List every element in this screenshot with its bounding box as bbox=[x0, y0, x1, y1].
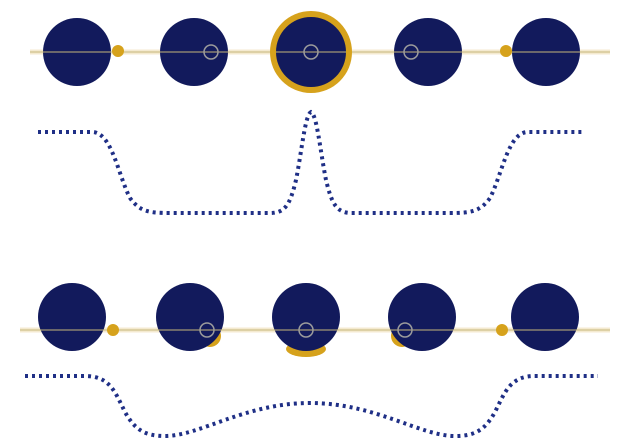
bottom-planet-3 bbox=[272, 283, 340, 351]
bottom-planet-1 bbox=[38, 283, 106, 351]
bottom-moon-1 bbox=[107, 324, 119, 336]
top-moon-5 bbox=[500, 45, 512, 57]
bottom-planet-4 bbox=[388, 283, 456, 351]
bottom-moon-2 bbox=[199, 322, 215, 338]
bottom-moon-4 bbox=[397, 322, 413, 338]
top-light-curve bbox=[38, 109, 582, 215]
bottom-moon-5 bbox=[496, 324, 508, 336]
bottom-planet-2 bbox=[156, 283, 224, 351]
top-moon-4 bbox=[403, 44, 419, 60]
bottom-panel bbox=[20, 283, 610, 439]
bottom-light-curve bbox=[25, 374, 598, 439]
top-moon-2 bbox=[203, 44, 219, 60]
top-moon-1 bbox=[112, 45, 124, 57]
bottom-planet-5 bbox=[511, 283, 579, 351]
top-panel bbox=[30, 11, 610, 215]
bottom-moon-3 bbox=[298, 322, 314, 338]
top-moon-3 bbox=[303, 44, 319, 60]
